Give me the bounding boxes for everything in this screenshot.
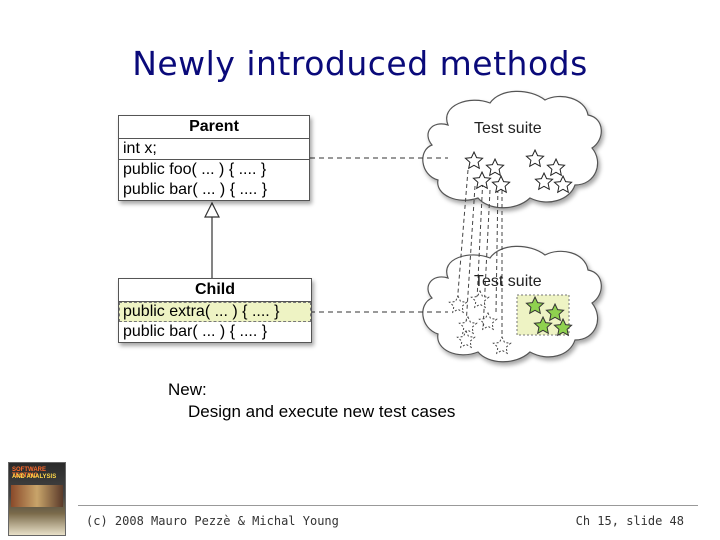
star-icon [525,295,545,315]
reused-tests-stars [448,289,512,355]
star-icon [546,157,566,177]
parent-method-bar: public bar( ... ) { .... } [123,181,268,198]
reused-tests-links [456,169,503,345]
child-method-bar: public bar( ... ) { .... } [123,323,268,340]
footer-slide-number: Ch 15, slide 48 [575,514,684,528]
star-icon [478,311,498,331]
star-icon [472,170,492,190]
existing-tests-stars [464,148,573,194]
book-title-line1: SOFTWARE TESTING [12,467,46,479]
test-suite-cloud-top [422,90,602,209]
test-suite-label-bottom: Test suite [474,273,542,290]
book-cover-image: SOFTWARE TESTING AND ANALYSIS [8,462,66,536]
test-suite-label-top: Test suite [474,120,542,137]
star-icon [553,317,573,337]
star-icon [492,335,512,355]
star-icon [448,294,468,314]
test-suite-cloud-bottom [422,245,602,363]
footer-copyright: (c) 2008 Mauro Pezzè & Michal Young [86,514,339,528]
star-icon [553,174,573,194]
child-class-box: Child public extra( ... ) { .... } publi… [118,278,312,343]
star-icon [458,315,478,335]
star-icon [470,289,490,309]
star-icon [525,148,545,168]
inheritance-arrow-icon [204,201,220,218]
star-icon [545,302,565,322]
star-icon [485,157,505,177]
book-title-line2: AND ANALYSIS [12,474,57,480]
star-icon [456,329,476,349]
note-body: Design and execute new test cases [188,402,456,421]
parent-class-name: Parent [119,116,309,139]
star-icon [491,174,511,194]
star-icon [533,315,553,335]
footer-divider [78,505,698,506]
child-class-name: Child [119,279,311,302]
slide-title: Newly introduced methods [132,44,588,83]
star-icon [534,171,554,191]
child-method-extra: public extra( ... ) { .... } [119,302,311,322]
parent-class-box: Parent int x; public foo( ... ) { .... }… [118,115,310,201]
book-cover-photo [11,485,63,507]
parent-attribute: int x; [119,139,309,160]
parent-method-foo: public foo( ... ) { .... } [123,161,267,178]
star-icon [464,150,484,170]
note-heading: New: [168,380,207,399]
new-tests-stars [525,295,573,337]
